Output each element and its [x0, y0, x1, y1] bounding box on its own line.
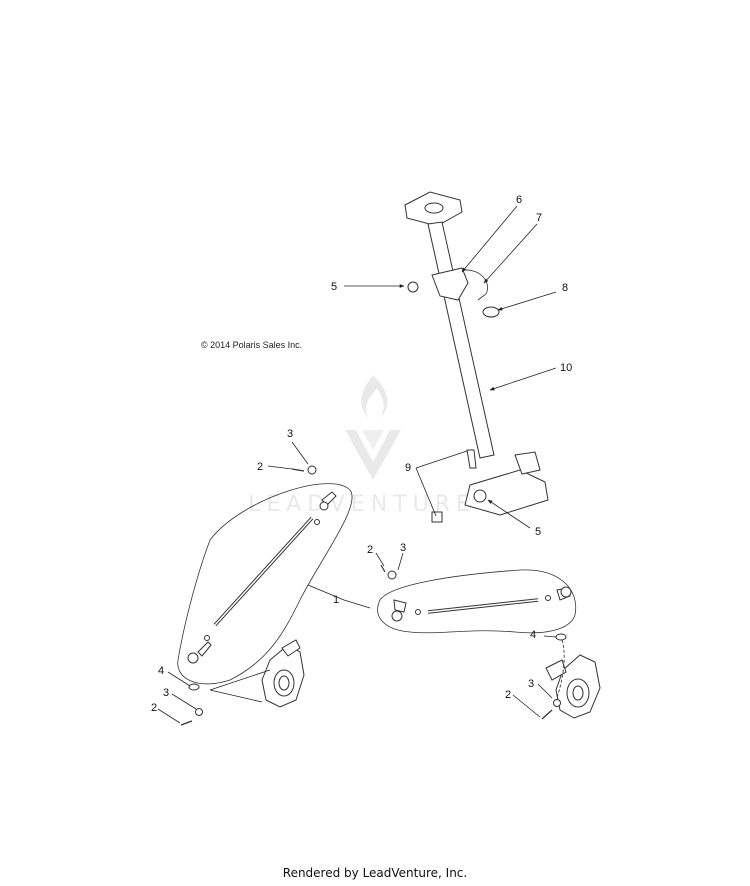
tie-rod-end-upper-left	[314, 491, 337, 525]
tie-rod-end-right-inner	[391, 599, 421, 622]
callout-5: 5	[535, 526, 541, 538]
steering-column	[404, 191, 549, 523]
cotter-pin-left-upper	[291, 468, 305, 472]
castle-nut-left-upper	[307, 465, 317, 475]
callout-4: 4	[530, 629, 536, 641]
column-bolt-upper	[466, 449, 477, 469]
callout-2: 2	[151, 702, 157, 714]
callout-3: 3	[528, 678, 534, 690]
callout-3: 3	[287, 428, 293, 440]
column-bolt-lower	[431, 511, 443, 523]
castle-nut-left-lower	[195, 708, 203, 716]
callout-2: 2	[367, 544, 373, 556]
callout-2: 2	[257, 461, 263, 473]
tie-rod-end-lower-left	[187, 635, 212, 691]
leader-lines	[157, 205, 565, 724]
callout-5: 5	[331, 281, 337, 293]
column-tube	[427, 221, 495, 459]
callout-4: 4	[158, 665, 164, 677]
callout-9: 9	[405, 462, 411, 474]
callout-3: 3	[400, 542, 406, 554]
tie-rod-end-right-outer	[545, 586, 572, 641]
callout-1: 1	[333, 594, 339, 606]
copyright-notice: © 2014 Polaris Sales Inc.	[201, 340, 303, 350]
callout-2: 2	[505, 689, 511, 701]
cotter-pin-right-upper	[380, 564, 386, 573]
footer-credit: Rendered by LeadVenture, Inc.	[282, 866, 468, 880]
right-tie-rod-assembly	[377, 564, 601, 720]
flame-v-logo-icon	[345, 375, 401, 480]
column-bushing-upper	[407, 281, 419, 293]
callout-8: 8	[562, 282, 568, 294]
callout-3: 3	[163, 687, 169, 699]
column-bolt-head	[482, 306, 500, 318]
callout-10: 10	[560, 362, 572, 374]
column-bushing-lower	[473, 489, 487, 503]
steering-knuckle-left	[261, 639, 305, 708]
castle-nut-right-lower	[553, 699, 561, 707]
column-clamp	[431, 267, 469, 301]
steering-knuckle-right	[545, 654, 601, 719]
right-assembly-outline	[377, 569, 577, 634]
callout-7: 7	[536, 212, 542, 224]
castle-nut-right-upper	[387, 570, 397, 580]
left-tie-rod-assembly	[177, 465, 353, 726]
callouts: 1 2 3 2 3 4 3 2 4 3 2 5 5 6 7 8 9 10	[151, 194, 572, 714]
callout-6: 6	[516, 194, 522, 206]
left-assembly-outline	[177, 483, 353, 685]
cotter-pin-right-lower	[541, 709, 553, 720]
watermark: LEADVENTURE	[248, 375, 470, 517]
cotter-pin-left-lower	[180, 720, 193, 726]
